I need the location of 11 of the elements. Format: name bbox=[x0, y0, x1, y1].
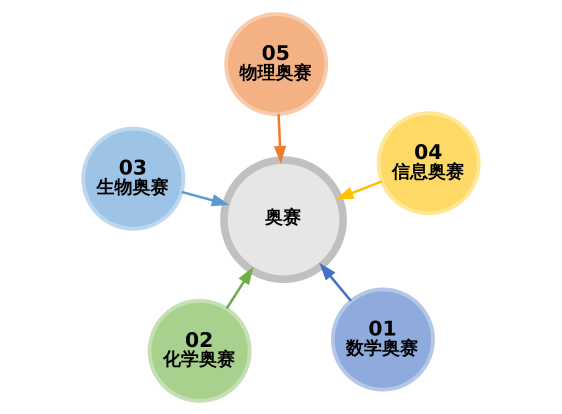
node-circle: 04 信息奥赛 bbox=[376, 110, 481, 215]
arrow bbox=[274, 114, 286, 164]
node-circle: 01 数学奥赛 bbox=[330, 287, 435, 392]
arrow bbox=[181, 190, 230, 206]
arrow bbox=[226, 266, 254, 309]
node-circle: 02 化学奥赛 bbox=[148, 298, 252, 402]
arrow bbox=[319, 262, 352, 302]
node-circle: 05 物理奥赛 bbox=[224, 12, 328, 116]
arrow bbox=[336, 180, 382, 199]
node-circle: 奥赛 bbox=[220, 156, 347, 283]
node-circle: 03 生物奥赛 bbox=[81, 126, 186, 230]
